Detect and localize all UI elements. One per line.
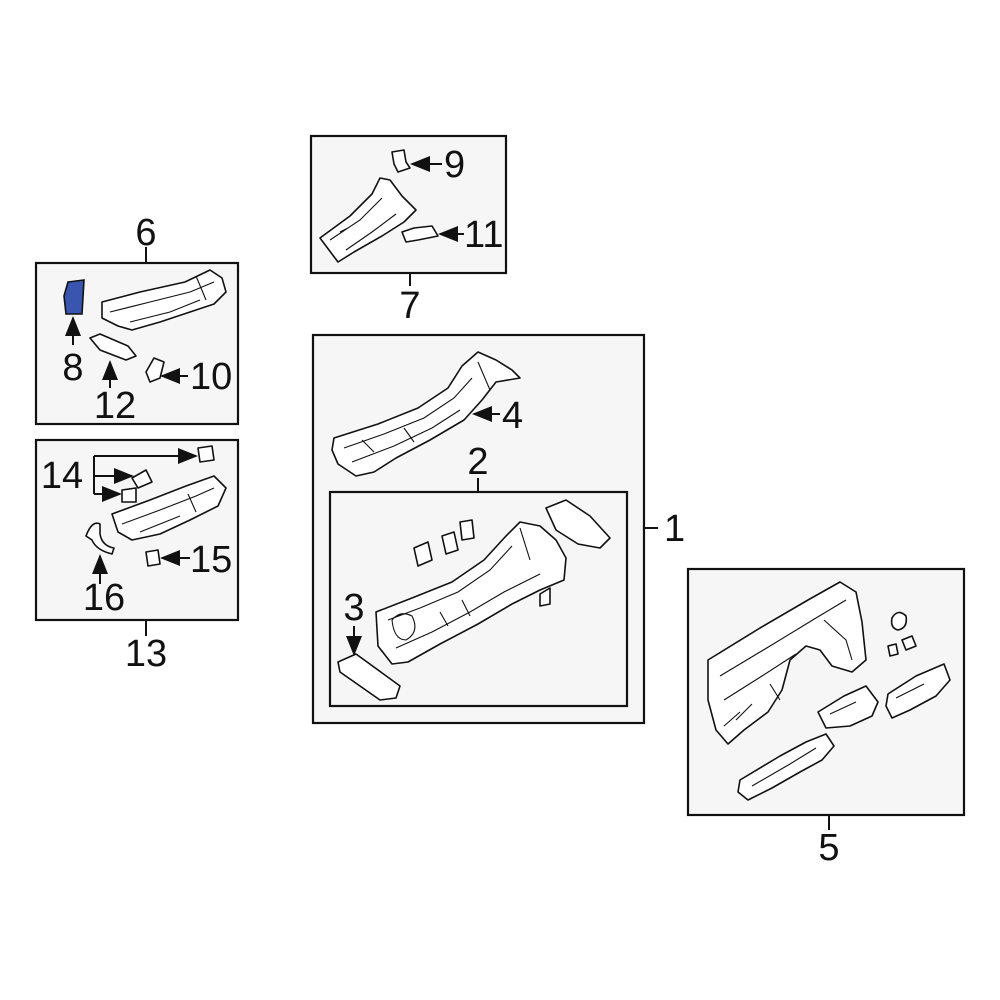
dash-small-brackets (413, 499, 611, 607)
callout-16: 16 (83, 577, 125, 619)
part-15-grommet (145, 549, 161, 567)
part-5-lower-panel (737, 733, 835, 801)
part-5-fasteners (887, 611, 917, 657)
callout-1: 1 (664, 508, 685, 550)
callout-15: 15 (190, 539, 232, 581)
cowl-side-panel-part (101, 269, 227, 331)
dash-panel-part (375, 521, 567, 665)
callout-9: 9 (444, 144, 465, 186)
part-12-bracket (89, 333, 137, 361)
callout-4: 4 (502, 395, 523, 437)
callout-8: 8 (62, 347, 83, 389)
callout-5: 5 (818, 827, 839, 869)
part-14-clips (121, 445, 215, 503)
part-8-highlighted (63, 279, 85, 315)
part-5-dash-insulator (707, 581, 867, 745)
part-16-hose (85, 522, 115, 555)
cowl-extension-part (111, 475, 227, 541)
cowl-side-panel-upper (319, 177, 417, 263)
callout-13: 13 (125, 633, 167, 675)
callout-3: 3 (343, 587, 364, 629)
callout-2: 2 (467, 441, 488, 483)
callout-14: 14 (41, 455, 83, 497)
callout-12: 12 (94, 385, 136, 427)
part-4-cowl-top-panel (331, 351, 521, 477)
callout-10: 10 (190, 356, 232, 398)
callout-11: 11 (464, 214, 503, 256)
part-5-side-brackets (817, 663, 951, 729)
callout-6: 6 (135, 212, 156, 254)
callout-7: 7 (399, 285, 420, 327)
